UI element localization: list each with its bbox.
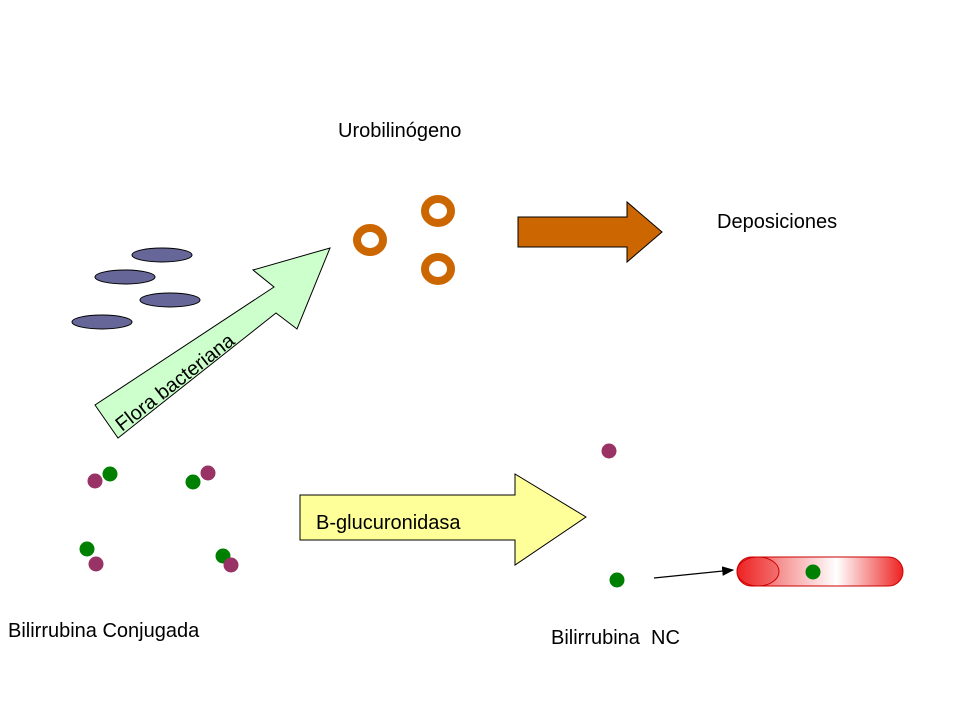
bilirubin-dot	[79, 541, 95, 557]
deposiciones-label: Deposiciones	[717, 211, 837, 233]
b-glucuronidasa-label: B-glucuronidasa	[316, 512, 461, 534]
glucuronic-acid-dot	[223, 557, 239, 573]
flora-arrow-shape	[94, 247, 331, 439]
bilirubin-dot	[805, 564, 821, 580]
urobilinogen-molecules	[353, 195, 455, 285]
bilirrubina-nc-label: Bilirrubina NC	[551, 627, 680, 649]
conjugated-bilirubin-group	[79, 465, 239, 573]
urobilinogen-ring	[353, 224, 387, 256]
bilirubin-dot	[185, 474, 201, 490]
bacterium	[94, 269, 156, 285]
b-glucuronidasa-arrow	[299, 473, 587, 566]
vessel-cap	[736, 556, 780, 587]
deposiciones-arrow	[517, 200, 663, 264]
bilirubin-dot	[609, 572, 625, 588]
glucuronic-acid-dot	[87, 473, 103, 489]
bilirrubina-conjugada-label: Bilirrubina Conjugada	[8, 620, 200, 642]
bacterium	[139, 292, 201, 308]
bilirubin-dot	[102, 466, 118, 482]
to-vessel-arrow	[653, 566, 735, 579]
glucuronic-acid-dot	[601, 443, 617, 459]
bacterium	[131, 247, 193, 263]
glucuronic-acid-dot	[88, 556, 104, 572]
urobilinogen-ring	[421, 195, 455, 227]
blood-vessel	[736, 556, 904, 587]
urobilinogen-ring	[421, 253, 455, 285]
bacteria-group	[71, 247, 201, 330]
glucuronic-acid-dot	[200, 465, 216, 481]
urobilinogeno-label: Urobilinógeno	[338, 120, 461, 142]
bacterium	[71, 314, 133, 330]
